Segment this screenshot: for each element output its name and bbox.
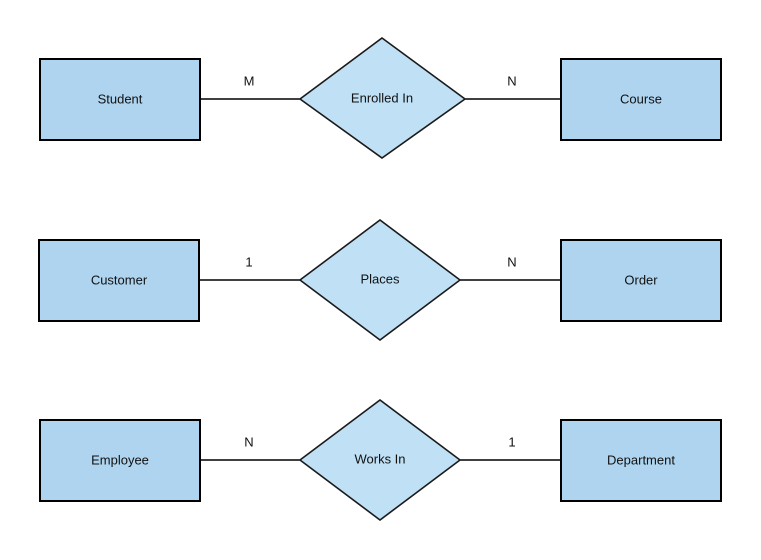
entity-box-student[interactable]	[39, 58, 201, 141]
entity-label-course: Course	[620, 91, 662, 106]
relationship-label-enrolled-in: Enrolled In	[351, 90, 413, 105]
relationship-label-places: Places	[360, 271, 400, 286]
relationship-group-1: Customer Places Order 1 N	[38, 219, 722, 341]
relationship-label-works-in: Works In	[354, 451, 405, 466]
entity-label-employee: Employee	[91, 452, 149, 467]
entity-box-customer[interactable]	[38, 239, 200, 322]
entity-box-order[interactable]	[560, 239, 722, 322]
cardinality-right-0: N	[507, 73, 516, 88]
cardinality-left-2: N	[244, 434, 253, 449]
entity-label-student: Student	[98, 91, 143, 106]
entity-box-department[interactable]	[560, 419, 722, 502]
entity-box-employee[interactable]	[39, 419, 201, 502]
relationship-group-2: Employee Works In Department N 1	[39, 399, 722, 521]
entity-label-order: Order	[624, 272, 658, 287]
cardinality-left-1: 1	[245, 254, 252, 269]
relationship-diamond-places[interactable]	[298, 219, 462, 341]
relationship-group-0: Student Enrolled In Course M N	[39, 37, 722, 159]
cardinality-right-1: N	[507, 254, 516, 269]
entity-label-department: Department	[607, 452, 675, 467]
relationship-diamond-works-in[interactable]	[298, 399, 462, 521]
cardinality-left-0: M	[244, 73, 255, 88]
entity-label-customer: Customer	[91, 272, 148, 287]
cardinality-right-2: 1	[508, 434, 515, 449]
relationship-diamond-enrolled-in[interactable]	[298, 37, 467, 159]
entity-box-course[interactable]	[560, 58, 722, 141]
